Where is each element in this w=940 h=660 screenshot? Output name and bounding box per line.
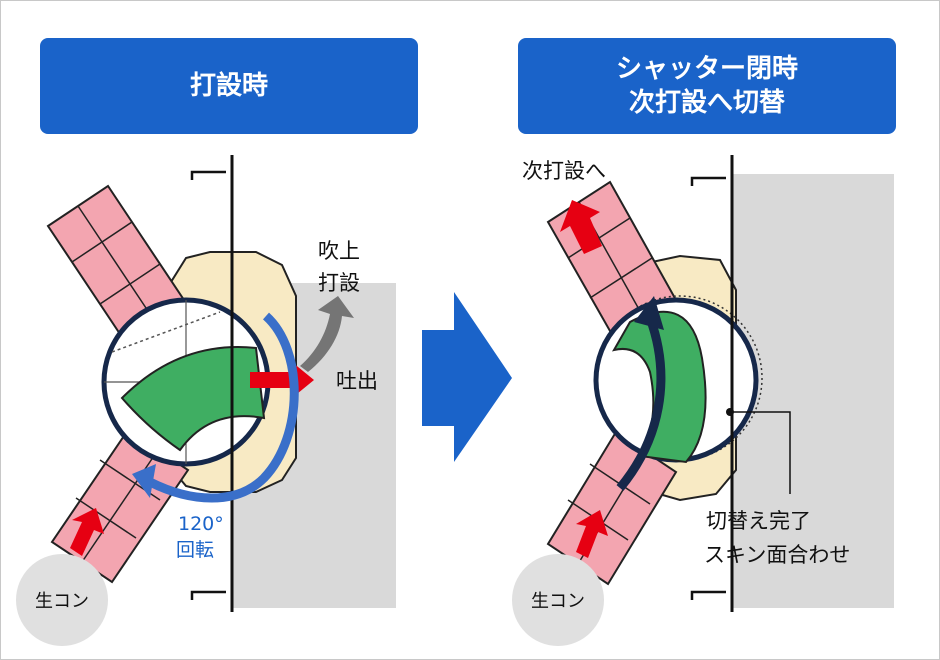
label-source-left: 生コン xyxy=(35,591,89,612)
label-rotation-angle: 120° xyxy=(178,513,224,535)
flow-arrow-right xyxy=(616,316,666,491)
left-title-banner: 打設時 xyxy=(40,38,418,134)
label-source-right: 生コン xyxy=(531,591,585,612)
right-title-line1: シャッター閉時 xyxy=(615,54,798,84)
transition-arrow xyxy=(422,292,512,462)
outflow-arrow-right xyxy=(560,200,602,254)
right-title-line2: 次打設へ切替 xyxy=(628,88,785,118)
source-circle-left xyxy=(16,554,108,646)
right-title-banner: シャッター閉時 次打設へ切替 xyxy=(518,38,896,134)
left-diagram: 吹上 打設 吐出 120° 回転 生コン xyxy=(16,155,396,646)
label-next: 次打設へ xyxy=(522,159,606,183)
label-discharge: 吐出 xyxy=(336,369,378,393)
label-complete-line1: 切替え完了 xyxy=(706,509,811,533)
label-upward-line1: 吹上 xyxy=(318,239,360,263)
callout-line xyxy=(730,411,791,494)
valve-channel-left xyxy=(120,346,266,452)
inflow-arrow-right xyxy=(576,510,608,558)
label-upward-line2: 打設 xyxy=(318,271,360,295)
concrete-slab-right xyxy=(732,174,894,608)
inflow-arrow-left xyxy=(70,508,104,556)
rotation-arrow-left xyxy=(147,312,299,503)
source-circle-right xyxy=(512,554,604,646)
upward-arrow-left xyxy=(300,296,354,372)
label-rotation: 回転 xyxy=(176,539,214,561)
right-diagram: 次打設へ 切替え完了 スキン面合わせ 生コン xyxy=(512,155,894,646)
left-title: 打設時 xyxy=(189,71,268,101)
previous-rotor-outline xyxy=(597,295,763,461)
label-complete-line2: スキン面合わせ xyxy=(704,543,850,567)
